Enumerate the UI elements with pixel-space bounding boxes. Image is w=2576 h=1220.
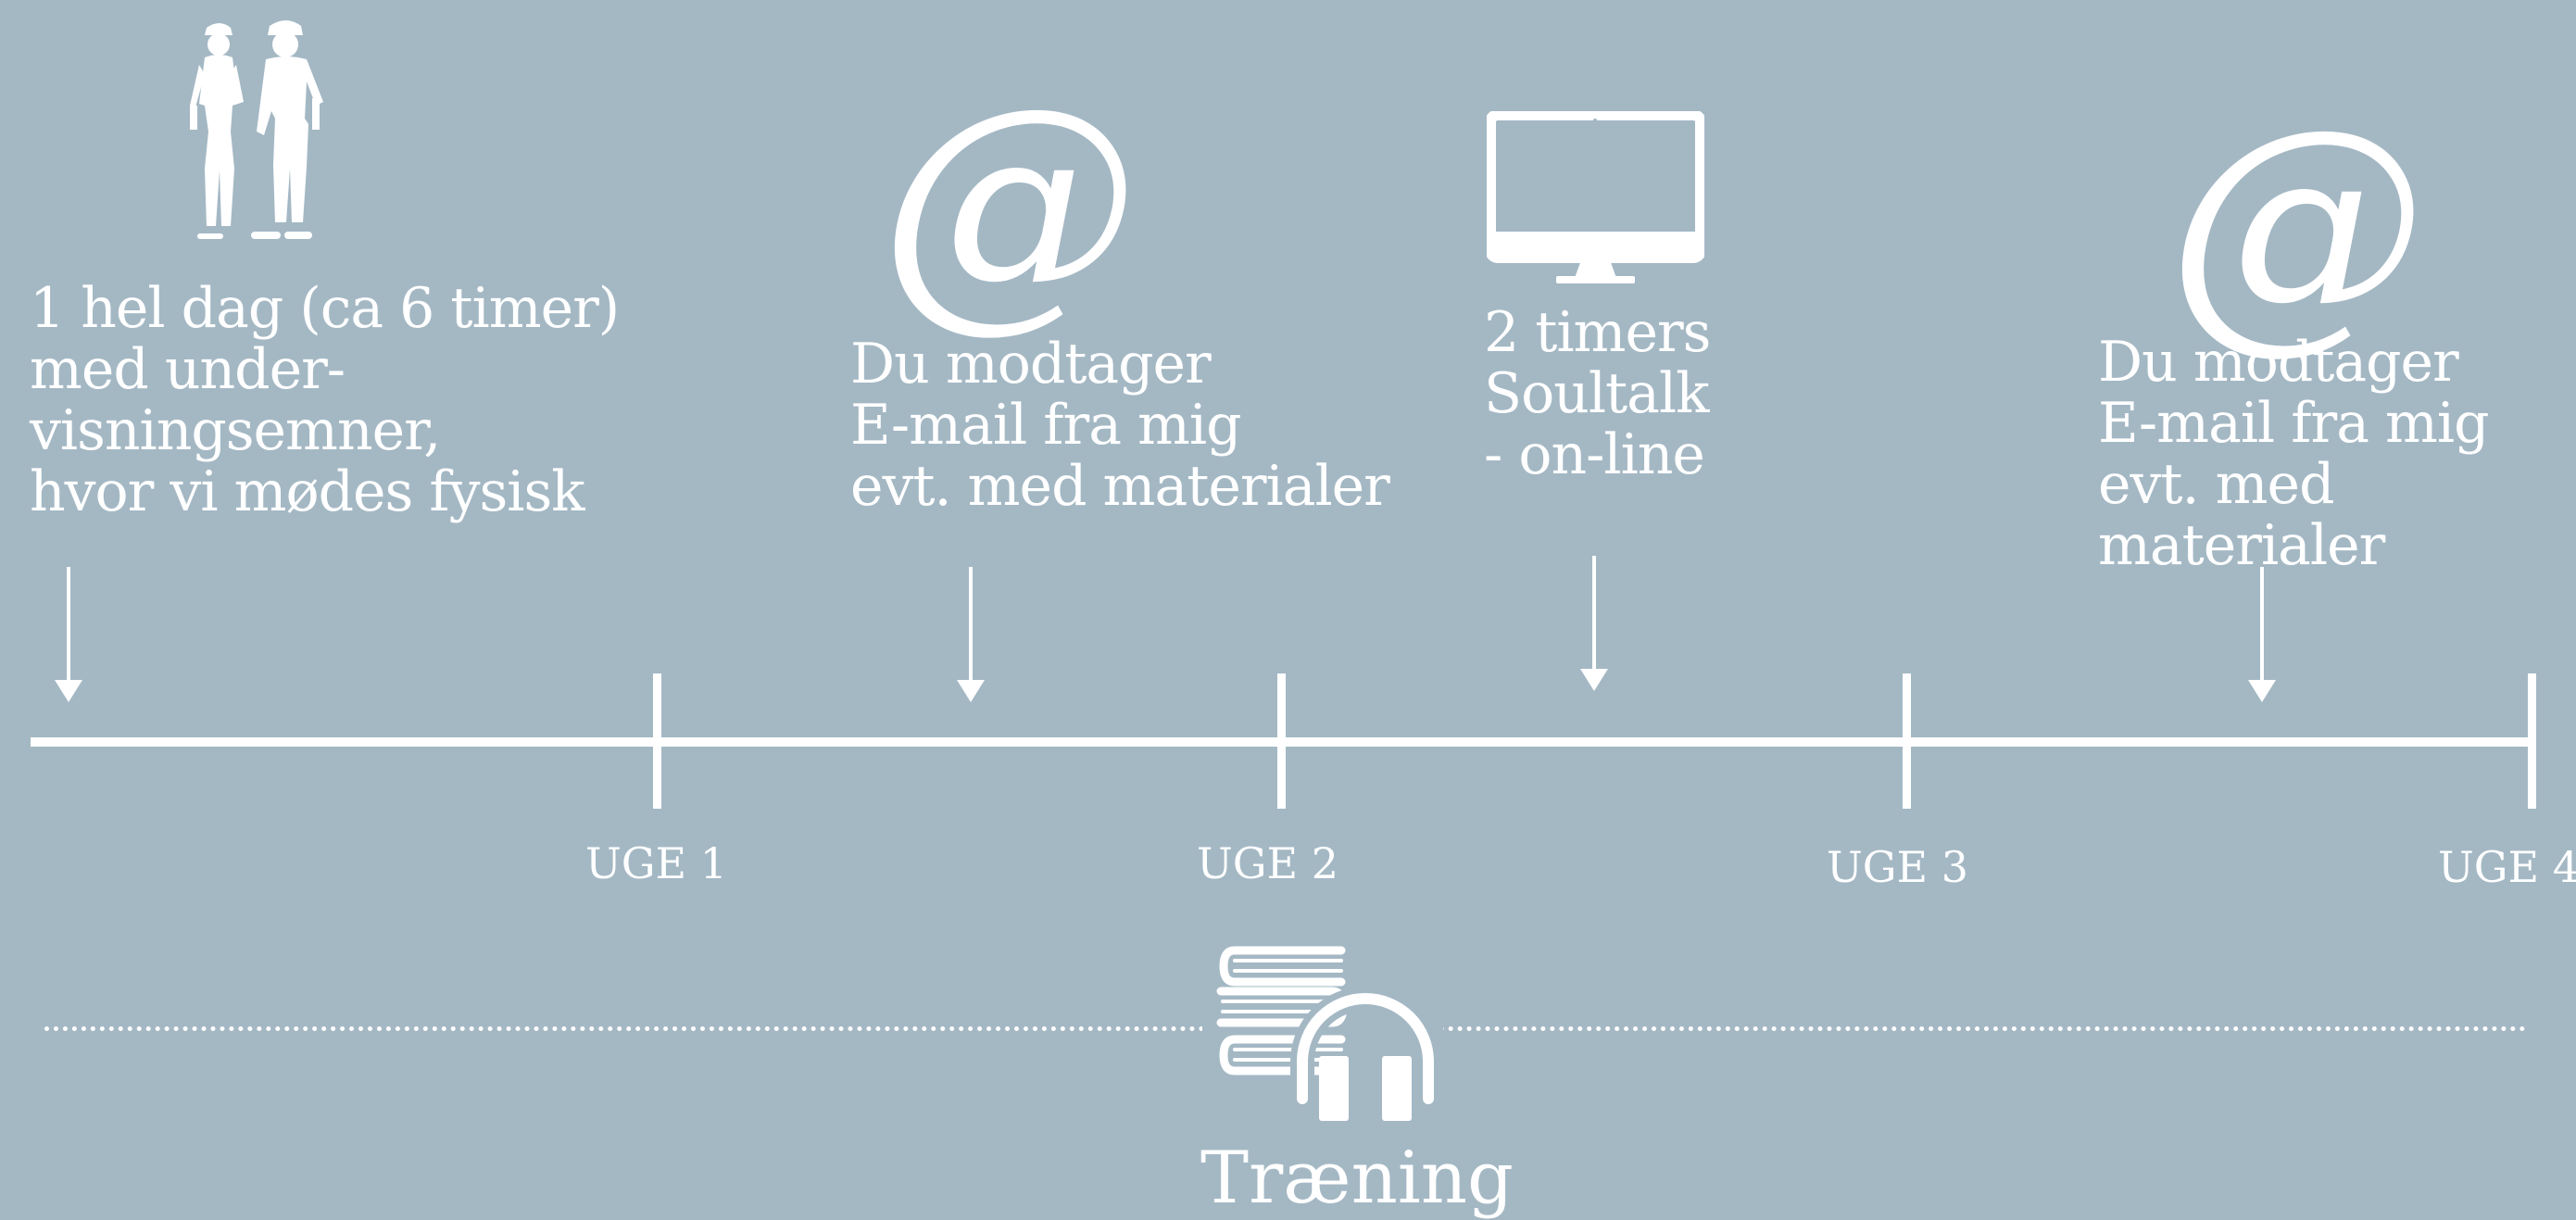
event-4-arrow (2248, 567, 2276, 702)
at-sign-icon: @ (2168, 74, 2427, 376)
week-1-label: UGE 1 (585, 838, 727, 888)
week-4-tick (2528, 673, 2536, 809)
event-4-text: Du modtager E-mail fra mig evt. med mate… (2098, 330, 2490, 578)
training-label: Træning (1200, 1137, 1514, 1220)
monitor-icon (1487, 111, 1704, 283)
week-3-tick (1903, 673, 1911, 809)
books-headphones-icon (1202, 945, 1443, 1126)
event-3-arrow (1580, 556, 1608, 691)
at-sign-icon: @ (880, 53, 1139, 355)
week-1-tick (653, 673, 661, 809)
workers-silhouette-icon (190, 20, 323, 239)
week-2-label: UGE 2 (1197, 838, 1338, 888)
week-4-label: UGE 4 (2438, 842, 2576, 892)
event-3-text: 2 timers Soultalk - on-line (1484, 300, 1711, 487)
week-2-tick (1277, 673, 1286, 809)
event-1-text: 1 hel dag (ca 6 timer) med under- visnin… (30, 276, 620, 524)
event-2-arrow (957, 567, 985, 702)
week-3-label: UGE 3 (1827, 842, 1968, 892)
event-1-arrow (55, 567, 82, 702)
event-2-text: Du modtager E-mail fra mig evt. med mate… (850, 332, 1390, 519)
